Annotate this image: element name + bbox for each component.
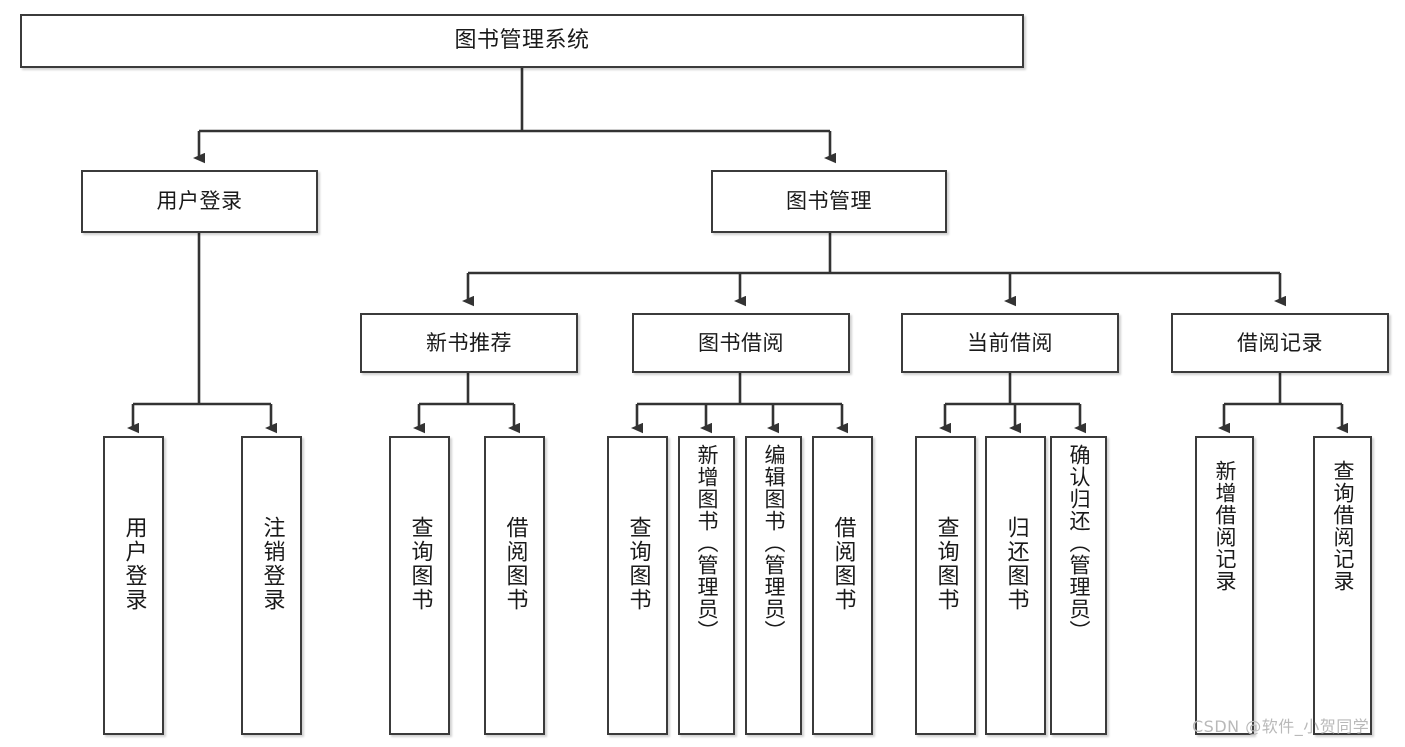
leaf-query-book-borrow[interactable]: 查询图书 bbox=[607, 436, 668, 735]
node-label: 当前借阅 bbox=[967, 330, 1053, 355]
node-current-borrow[interactable]: 当前借阅 bbox=[901, 313, 1119, 373]
leaf-query-borrow-record[interactable]: 查询借阅记录 bbox=[1313, 436, 1372, 735]
node-label: 用户登录 bbox=[156, 189, 243, 214]
leaf-add-borrow-record[interactable]: 新增借阅记录 bbox=[1195, 436, 1254, 735]
leaf-confirm-return-admin[interactable]: 确认归还（管理员） bbox=[1050, 436, 1107, 735]
node-label: 查询图书 bbox=[625, 516, 651, 612]
node-new-book-recommend[interactable]: 新书推荐 bbox=[360, 313, 578, 373]
leaf-borrow-book-borrow[interactable]: 借阅图书 bbox=[812, 436, 873, 735]
leaf-user-login[interactable]: 用户登录 bbox=[103, 436, 164, 735]
node-label: 编辑图书（管理员） bbox=[762, 444, 786, 642]
node-label: 图书借阅 bbox=[698, 330, 784, 355]
node-book-management[interactable]: 图书管理 bbox=[711, 170, 947, 233]
leaf-edit-book-admin[interactable]: 编辑图书（管理员） bbox=[745, 436, 802, 735]
node-label: 新增借阅记录 bbox=[1213, 460, 1237, 592]
node-borrow-record[interactable]: 借阅记录 bbox=[1171, 313, 1389, 373]
node-label: 确认归还（管理员） bbox=[1067, 444, 1091, 642]
node-label: 图书管理 bbox=[786, 189, 872, 214]
node-label: 用户登录 bbox=[121, 516, 147, 612]
leaf-logout[interactable]: 注销登录 bbox=[241, 436, 302, 735]
node-label: 借阅记录 bbox=[1237, 330, 1323, 355]
csdn-watermark: CSDN @软件_小贺同学 bbox=[1192, 717, 1370, 736]
leaf-return-book[interactable]: 归还图书 bbox=[985, 436, 1046, 735]
node-label: 借阅图书 bbox=[830, 516, 856, 612]
node-label: 查询图书 bbox=[933, 516, 959, 612]
node-label: 归还图书 bbox=[1003, 516, 1029, 612]
node-label: 新增图书（管理员） bbox=[695, 444, 719, 642]
node-book-borrow[interactable]: 图书借阅 bbox=[632, 313, 850, 373]
leaf-query-book-recommend[interactable]: 查询图书 bbox=[389, 436, 450, 735]
node-label: 借阅图书 bbox=[502, 516, 528, 612]
node-label: 注销登录 bbox=[259, 516, 285, 612]
leaf-add-book-admin[interactable]: 新增图书（管理员） bbox=[678, 436, 735, 735]
node-label: 查询借阅记录 bbox=[1331, 460, 1355, 592]
node-user-login[interactable]: 用户登录 bbox=[81, 170, 318, 233]
node-label: 新书推荐 bbox=[426, 330, 512, 355]
node-root-system[interactable]: 图书管理系统 bbox=[20, 14, 1024, 68]
leaf-borrow-book-recommend[interactable]: 借阅图书 bbox=[484, 436, 545, 735]
node-label: 图书管理系统 bbox=[454, 28, 590, 54]
leaf-query-book-current[interactable]: 查询图书 bbox=[915, 436, 976, 735]
node-label: 查询图书 bbox=[407, 516, 433, 612]
